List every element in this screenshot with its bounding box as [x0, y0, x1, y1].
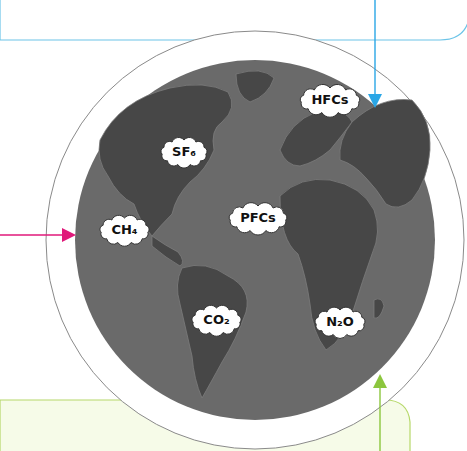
pink-arrow [0, 234, 64, 235]
gas-cloud: SF₆ [159, 137, 209, 168]
cloud-shape [192, 305, 241, 336]
gas-label: PFCs [240, 211, 276, 225]
gas-label: HFCs [311, 93, 348, 107]
atmosphere-ring [46, 31, 464, 449]
gas-label: SF₆ [172, 145, 196, 159]
gas-cloud: CO₂ [190, 305, 243, 336]
gas-label: CO₂ [203, 313, 229, 327]
gas-label: CH₄ [111, 223, 137, 237]
gas-cloud: PFCs [227, 203, 289, 234]
globe [75, 60, 435, 420]
gas-cloud: HFCs [298, 85, 362, 116]
cloud-shape [229, 203, 287, 235]
blue-arrow [374, 0, 375, 96]
gas-cloud: CH₄ [98, 215, 151, 246]
blue-arrowhead [368, 94, 382, 108]
gas-label: N₂O [326, 315, 354, 329]
pink-arrowhead [62, 228, 76, 242]
cloud-shape [100, 215, 149, 246]
cloud-shape [315, 307, 365, 338]
cloud-shape [161, 138, 207, 169]
gas-cloud: N₂O [313, 307, 367, 338]
green-arrowhead [373, 374, 387, 388]
cloud-shape [300, 84, 359, 117]
continents [99, 71, 430, 398]
green-arrow [379, 386, 380, 451]
